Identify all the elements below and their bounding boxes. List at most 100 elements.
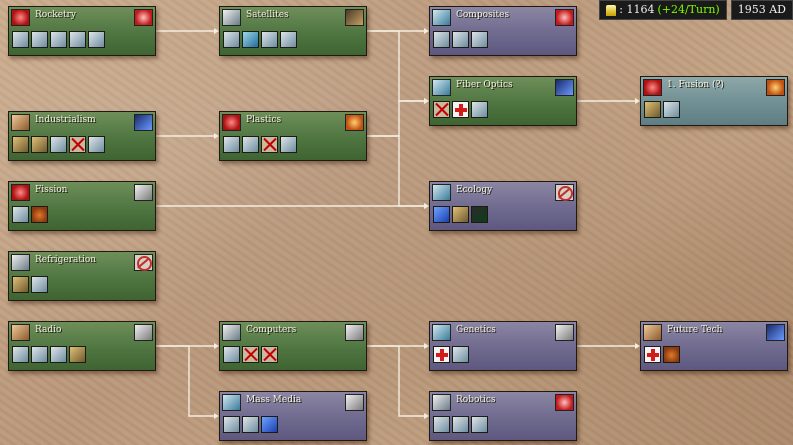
blocked-unlock-icon[interactable] (261, 136, 278, 153)
tech-name: Genetics (456, 325, 496, 335)
mass-media-icon (222, 394, 241, 411)
unlock-icon[interactable] (471, 416, 488, 433)
unlock-icon[interactable] (242, 416, 259, 433)
unlock-list (433, 206, 488, 223)
tech-era-icon (555, 324, 574, 341)
unlock-icon[interactable] (88, 136, 105, 153)
unlock-icon[interactable] (280, 31, 297, 48)
unlock-icon[interactable] (50, 346, 67, 363)
unlock-icon[interactable] (663, 346, 680, 363)
tech-fusion-1[interactable]: 1. Fusion (?) (640, 76, 788, 126)
tech-plastics[interactable]: Plastics (219, 111, 367, 161)
unlock-icon[interactable] (261, 416, 278, 433)
unlock-icon[interactable] (223, 416, 240, 433)
tech-refrigeration[interactable]: Refrigeration (8, 251, 156, 301)
tech-future-tech[interactable]: Future Tech (640, 321, 788, 371)
unlock-icon[interactable] (12, 31, 29, 48)
unlock-icon[interactable] (69, 346, 86, 363)
unlock-icon[interactable] (223, 346, 240, 363)
unlock-icon[interactable] (50, 136, 67, 153)
unlock-icon[interactable] (12, 136, 29, 153)
tech-fission[interactable]: Fission (8, 181, 156, 231)
unlock-icon[interactable] (471, 101, 488, 118)
unlock-icon[interactable] (452, 346, 469, 363)
unlock-icon[interactable] (223, 136, 240, 153)
unlock-icon[interactable] (88, 31, 105, 48)
unlock-icon[interactable] (471, 31, 488, 48)
unlock-icon[interactable] (12, 276, 29, 293)
unlock-icon[interactable] (31, 346, 48, 363)
blocked-unlock-icon[interactable] (242, 346, 259, 363)
unlock-icon[interactable] (433, 416, 450, 433)
unlock-list (223, 31, 297, 48)
tech-computers[interactable]: Computers (219, 321, 367, 371)
link-arrow-icon (214, 413, 219, 419)
tech-fiber-optics[interactable]: Fiber Optics (429, 76, 577, 126)
unlock-icon[interactable] (261, 31, 278, 48)
gold-amount: : 1164 (619, 3, 655, 16)
unlock-icon[interactable] (452, 206, 469, 223)
tech-link-plastics-fiber-optics (367, 100, 425, 137)
unlock-list (12, 31, 105, 48)
unlock-icon[interactable] (69, 31, 86, 48)
unlock-icon[interactable] (31, 31, 48, 48)
unlock-icon[interactable] (433, 31, 450, 48)
unlock-icon[interactable] (242, 31, 259, 48)
tech-rocketry[interactable]: Rocketry (8, 6, 156, 56)
tech-link-plastics-ecology (367, 135, 425, 207)
tech-name: Industrialism (35, 115, 96, 125)
tech-name: Plastics (246, 115, 282, 125)
unlock-icon[interactable] (452, 31, 469, 48)
unlock-icon[interactable] (242, 136, 259, 153)
tech-robotics[interactable]: Robotics (429, 391, 577, 441)
unlock-list (223, 416, 278, 433)
computers-icon (222, 324, 241, 341)
unlock-icon[interactable] (452, 101, 469, 118)
unlock-list (223, 136, 297, 153)
status-bar: : 1164 (+24/Turn) 1953 AD (599, 0, 793, 20)
unlock-list (433, 31, 488, 48)
tech-era-icon (134, 184, 153, 201)
unlock-icon[interactable] (433, 346, 450, 363)
tech-name: Fission (35, 185, 68, 195)
unlock-icon[interactable] (644, 101, 661, 118)
tech-genetics[interactable]: Genetics (429, 321, 577, 371)
unlock-icon[interactable] (31, 136, 48, 153)
unlock-list (433, 346, 469, 363)
genetics-icon (432, 324, 451, 341)
tech-mass-media[interactable]: Mass Media (219, 391, 367, 441)
link-arrow-icon (424, 343, 429, 349)
unlock-icon[interactable] (12, 346, 29, 363)
tech-composites[interactable]: Composites (429, 6, 577, 56)
tech-era-icon (345, 9, 364, 26)
unlock-icon[interactable] (31, 276, 48, 293)
composites-icon (432, 9, 451, 26)
ecology-icon (432, 184, 451, 201)
unlock-icon[interactable] (223, 31, 240, 48)
link-arrow-icon (424, 28, 429, 34)
unlock-icon[interactable] (452, 416, 469, 433)
unlock-icon[interactable] (663, 101, 680, 118)
tech-era-icon (555, 184, 574, 201)
tech-satellites[interactable]: Satellites (219, 6, 367, 56)
fission-icon (11, 184, 30, 201)
unlock-icon[interactable] (12, 206, 29, 223)
blocked-unlock-icon[interactable] (433, 101, 450, 118)
gold-rate: (+24/Turn) (657, 3, 720, 16)
tech-industrialism[interactable]: Industrialism (8, 111, 156, 161)
fiber-optics-icon (432, 79, 451, 96)
unlock-list (223, 346, 278, 363)
unlock-icon[interactable] (644, 346, 661, 363)
blocked-unlock-icon[interactable] (69, 136, 86, 153)
unlock-icon[interactable] (50, 31, 67, 48)
unlock-icon[interactable] (31, 206, 48, 223)
tech-era-icon (766, 324, 785, 341)
unlock-icon[interactable] (280, 136, 297, 153)
link-arrow-icon (635, 98, 640, 104)
tech-era-icon (766, 79, 785, 96)
tech-radio[interactable]: Radio (8, 321, 156, 371)
unlock-icon[interactable] (471, 206, 488, 223)
blocked-unlock-icon[interactable] (261, 346, 278, 363)
tech-ecology[interactable]: Ecology (429, 181, 577, 231)
unlock-icon[interactable] (433, 206, 450, 223)
